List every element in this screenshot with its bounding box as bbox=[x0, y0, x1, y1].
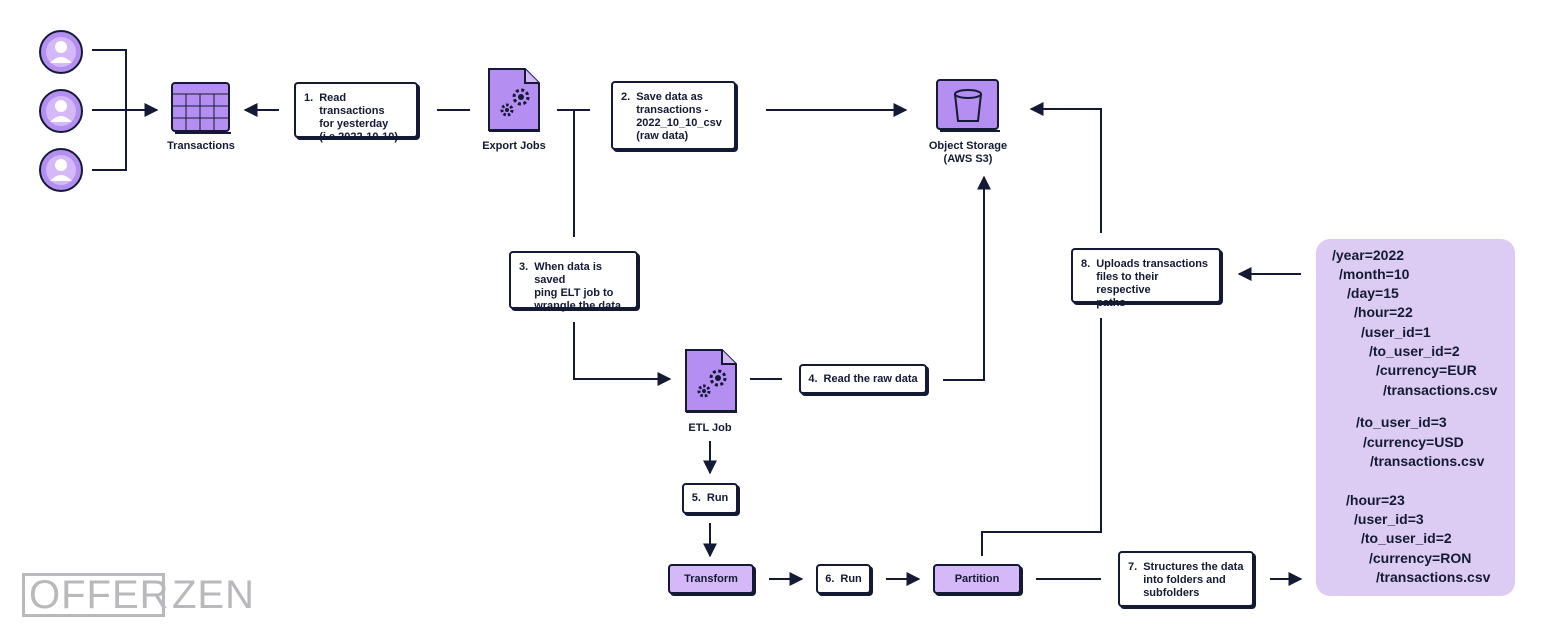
step-8-box: 8. Uploads transactions files to their r… bbox=[1071, 248, 1221, 309]
user-avatar-icon bbox=[39, 148, 83, 192]
step-line: ping ELT job to bbox=[534, 287, 614, 299]
etl-job-label: ETL Job bbox=[688, 422, 732, 434]
job-document-gear-icon bbox=[488, 68, 540, 132]
tree-entry: /transactions.csv bbox=[1383, 382, 1498, 398]
step-text: Save data as transactions - 2022_10_10_c… bbox=[636, 91, 722, 148]
step-3-box: 3. When data is saved ping ELT job to wr… bbox=[509, 251, 638, 312]
step-number: 8. bbox=[1081, 258, 1091, 270]
step-5-box: 5. Run bbox=[682, 483, 738, 514]
user-avatar-icon bbox=[39, 30, 83, 74]
object-storage-label: Object Storage (AWS S3) bbox=[918, 140, 1018, 166]
step-number: 1. bbox=[304, 92, 314, 104]
step-text: Read the raw data bbox=[823, 372, 918, 385]
step-line: Structures the data bbox=[1143, 561, 1244, 573]
step-line: Read transactions bbox=[319, 92, 385, 117]
tree-entry: /year=2022 bbox=[1332, 247, 1405, 263]
tree-entry: /transactions.csv bbox=[1370, 453, 1485, 469]
logo-plain-part: ZEN bbox=[172, 573, 255, 617]
step-line: for yesterday bbox=[319, 118, 389, 130]
tree-entry: /to_user_id=2 bbox=[1369, 343, 1460, 359]
tree-entry: /to_user_id=3 bbox=[1356, 414, 1447, 430]
step-text: Uploads transactions files to their resp… bbox=[1096, 258, 1211, 309]
step-line: Save data as bbox=[636, 91, 703, 103]
tree-entry: /transactions.csv bbox=[1376, 569, 1491, 585]
logo-boxed-part: OFFER bbox=[22, 573, 169, 617]
step-line: (raw data) bbox=[636, 130, 689, 142]
transform-box: Transform bbox=[668, 564, 754, 594]
tree-entry: /currency=USD bbox=[1363, 434, 1464, 450]
tree-entry: /to_user_id=2 bbox=[1361, 530, 1452, 546]
step-7-box: 7. Structures the data into folders and … bbox=[1118, 551, 1254, 607]
step-text: Run bbox=[706, 492, 729, 504]
user-avatar-icon bbox=[39, 89, 83, 133]
step-line: subfolders bbox=[1143, 587, 1200, 599]
transactions-label: Transactions bbox=[167, 140, 235, 152]
tree-entry: /hour=23 bbox=[1346, 492, 1405, 508]
tree-entry: /user_id=3 bbox=[1354, 511, 1424, 527]
step-line: Uploads transactions bbox=[1096, 258, 1209, 270]
folder-tree-panel: /year=2022 /month=10 /day=15 /hour=22 /u… bbox=[1316, 239, 1515, 596]
step8-to-storage-arrow bbox=[1029, 102, 1102, 233]
tree-entry: /currency=EUR bbox=[1376, 362, 1477, 378]
step-number: 2. bbox=[621, 91, 631, 103]
tree-entry: /month=10 bbox=[1339, 266, 1410, 282]
step-2-box: 2. Save data as transactions - 2022_10_1… bbox=[611, 81, 736, 150]
step-line: into folders and bbox=[1143, 574, 1226, 586]
table-icon bbox=[171, 82, 231, 134]
etl-document-gear-icon bbox=[685, 349, 737, 413]
step-number: 5. bbox=[691, 492, 701, 504]
step-4-box: 4. Read the raw data bbox=[799, 364, 927, 394]
partition-box: Partition bbox=[933, 564, 1021, 594]
step-text: When data is saved ping ELT job to wrang… bbox=[534, 261, 628, 312]
step-line: files to their respective bbox=[1096, 271, 1159, 296]
step-text: Read transactions for yesterday (i.e 202… bbox=[319, 92, 408, 143]
step-line: transactions - bbox=[636, 104, 709, 116]
step-number: 6. bbox=[825, 572, 835, 585]
tree-entry: /day=15 bbox=[1347, 285, 1399, 301]
step-line: wrangle the data bbox=[534, 300, 621, 312]
tree-entry: /user_id=1 bbox=[1361, 324, 1431, 340]
storage-bucket-icon bbox=[936, 79, 1000, 132]
tree-entry: /currency=RON bbox=[1369, 550, 1472, 566]
tree-entry: /hour=22 bbox=[1354, 304, 1413, 320]
step-number: 3. bbox=[519, 261, 529, 273]
step-number: 4. bbox=[808, 372, 818, 385]
step-line: When data is saved bbox=[534, 261, 603, 286]
step-text: Structures the data into folders and sub… bbox=[1143, 561, 1243, 605]
step-number: 7. bbox=[1128, 561, 1138, 573]
step4-to-storage-arrow bbox=[943, 175, 991, 381]
step3-to-etl-arrow bbox=[573, 322, 672, 386]
export-jobs-label: Export Jobs bbox=[482, 140, 546, 152]
step-line: paths bbox=[1096, 297, 1126, 309]
step-line: (i.e 2022-10-10) bbox=[319, 131, 399, 143]
object-storage-provider: (AWS S3) bbox=[943, 153, 993, 165]
step-6-box: 6. Run bbox=[816, 564, 871, 594]
step-text: Run bbox=[840, 572, 862, 585]
step-1-box: 1. Read transactions for yesterday (i.e … bbox=[294, 82, 418, 143]
partition-to-step8-line bbox=[981, 318, 1102, 556]
object-storage-name: Object Storage bbox=[928, 140, 1008, 152]
step-line: 2022_10_10_csv bbox=[636, 117, 722, 129]
